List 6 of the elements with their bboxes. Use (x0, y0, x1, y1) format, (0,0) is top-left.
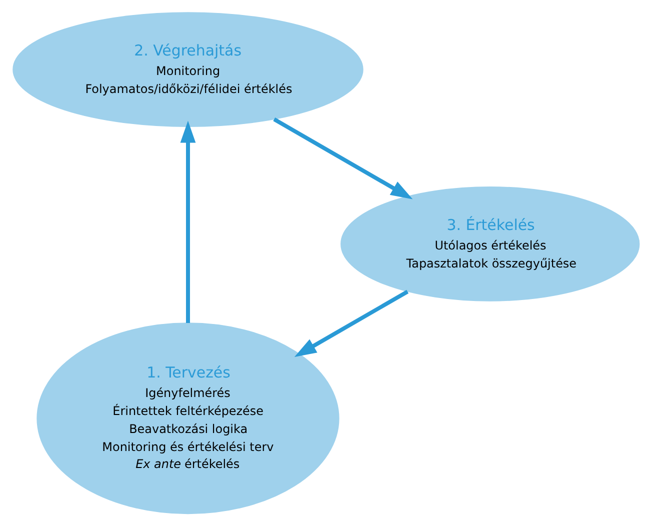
arrow (273, 118, 413, 200)
arrow (294, 290, 409, 357)
node-ellipse: 2. Végrehajtás Monitoring Folyamatos/időközi/félidei értéklés (12, 12, 364, 127)
node-ellipse: 1. Tervezés Igényfelmérés Érintettek feltérképezése Beavatkozási logika Monitoring és értékelési terv Ex ante értékelés (36, 322, 340, 514)
node-ellipse: 3. Értékelés Utólagos értékelés Tapasztalatok összegyűjtése (340, 186, 640, 302)
arrow (180, 120, 196, 324)
